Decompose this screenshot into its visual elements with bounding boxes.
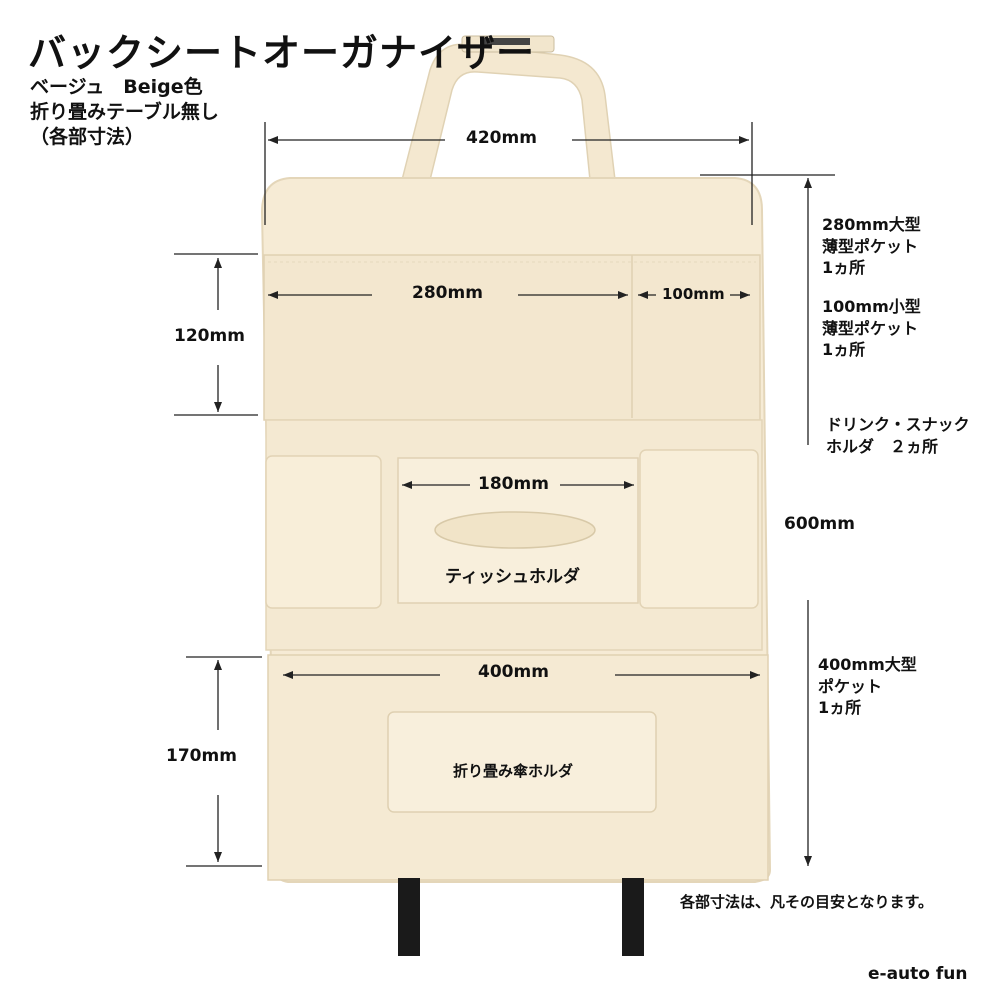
color-text: ベージュ Beige色 <box>30 76 203 98</box>
dim-height-total: 600mm <box>784 514 855 534</box>
dim-width-total: 420mm <box>466 128 537 148</box>
disclaimer-text: 各部寸法は、凡その目安となります。 <box>680 893 934 911</box>
dim-pocket-height: 120mm <box>174 326 245 346</box>
dim-pocket-100: 100mm <box>662 285 725 303</box>
brand-text: e-auto fun <box>868 964 968 984</box>
cup-holder-left <box>265 455 382 609</box>
dim-tissue-width: 180mm <box>478 474 549 494</box>
dim-bottom-height: 170mm <box>166 746 237 766</box>
cup-holder-right <box>639 449 759 609</box>
page-title: バックシートオーガナイザー <box>28 31 536 75</box>
dims-text: （各部寸法） <box>30 126 145 148</box>
note-drink-holder: ドリンク・スナック ホルダ ２ヵ所 <box>826 415 970 456</box>
note-large-pocket: 400mm大型 ポケット 1ヵ所 <box>818 655 917 718</box>
note-large-thin-pocket: 280mm大型 薄型ポケット 1ヵ所 <box>822 215 921 278</box>
bottom-strap-left <box>398 878 420 956</box>
umbrella-holder-label: 折り畳み傘ホルダ <box>453 762 574 780</box>
table-text: 折り畳みテーブル無し <box>30 101 219 123</box>
bottom-strap-right <box>622 878 644 956</box>
upper-pocket <box>263 254 761 421</box>
dim-pocket-280: 280mm <box>412 283 483 303</box>
tissue-slot <box>434 511 596 549</box>
tissue-holder-label: ティッシュホルダ <box>445 567 580 587</box>
note-small-thin-pocket: 100mm小型 薄型ポケット 1ヵ所 <box>822 297 921 360</box>
umbrella-holder-box <box>387 711 657 813</box>
dim-bottom-width: 400mm <box>478 662 549 682</box>
